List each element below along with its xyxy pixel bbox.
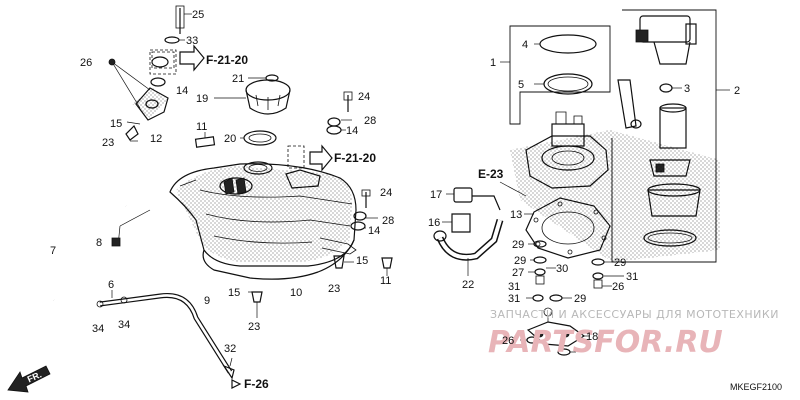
callout-33: 33 <box>186 35 198 47</box>
ref-arrow-mid <box>287 144 333 172</box>
pump-gasket-13 <box>524 197 611 259</box>
hose-9 <box>96 290 235 380</box>
callout-5: 5 <box>518 79 524 91</box>
callout-19: 19 <box>196 93 208 105</box>
callout-13: 13 <box>510 209 522 221</box>
filler-bracket-group <box>108 49 177 142</box>
callout-23: 23 <box>328 283 340 295</box>
callout-11: 11 <box>196 121 207 133</box>
front-arrow <box>7 365 51 393</box>
callout-10: 10 <box>290 287 302 299</box>
tank-mount-right <box>248 91 393 318</box>
clip-8 <box>111 237 121 247</box>
filler-bolt-group <box>164 5 192 44</box>
pump-flange <box>510 111 720 262</box>
pump-connector <box>442 181 527 233</box>
pump-stay-18 <box>520 307 590 356</box>
callout-28: 28 <box>364 115 376 127</box>
callout-34: 34 <box>118 319 130 331</box>
pump-filter <box>643 183 701 247</box>
callout-24: 24 <box>358 91 370 103</box>
callout-32: 32 <box>224 343 236 355</box>
callout-15: 15 <box>356 255 368 267</box>
callout-29: 29 <box>514 255 526 267</box>
callout-16: 16 <box>428 217 440 229</box>
callout-29: 29 <box>512 239 524 251</box>
ref-f26: F-26 <box>244 377 269 391</box>
callout-26: 26 <box>80 57 92 69</box>
callout-15: 15 <box>110 118 122 130</box>
callout-18: 18 <box>586 331 598 343</box>
callout-26: 26 <box>502 335 514 347</box>
callout-26: 26 <box>612 281 624 293</box>
callout-11: 11 <box>380 275 391 287</box>
pump-bolts <box>526 240 624 302</box>
hose-7 <box>49 203 151 301</box>
watermark-line1: ЗАПЧАСТИ И АКСЕССУАРЫ ДЛЯ МОТОТЕХНИКИ <box>490 308 779 321</box>
ref-e23: E-23 <box>478 167 504 181</box>
callout-8: 8 <box>96 237 102 249</box>
callout-23: 23 <box>248 321 260 333</box>
callout-34: 34 <box>92 323 104 335</box>
callout-31: 31 <box>508 281 520 293</box>
callout-4: 4 <box>522 39 528 51</box>
callout-24: 24 <box>380 187 392 199</box>
watermark-line2: PARTSFOR.RU <box>488 325 723 360</box>
callout-25: 25 <box>192 9 204 21</box>
callout-29: 29 <box>614 257 626 269</box>
callout-14: 14 <box>368 225 380 237</box>
callout-23: 23 <box>102 137 114 149</box>
callout-29: 29 <box>574 293 586 305</box>
pump-motor <box>617 15 697 177</box>
callout-15: 15 <box>228 287 240 299</box>
callout-20: 20 <box>224 133 236 145</box>
callout-12: 12 <box>150 133 162 145</box>
callout-21: 21 <box>232 73 244 85</box>
fuel-hose-22 <box>433 218 504 276</box>
ref-f21-mid: F-21-20 <box>334 151 376 165</box>
callout-1: 1 <box>490 57 496 69</box>
callout-9: 9 <box>204 295 210 307</box>
callout-3: 3 <box>684 83 690 95</box>
callout-17: 17 <box>430 189 442 201</box>
callout-28: 28 <box>382 215 394 227</box>
pump-oring-4 <box>534 34 597 54</box>
fuel-tank <box>169 161 357 280</box>
callout-30: 30 <box>556 263 568 275</box>
callout-31: 31 <box>508 293 520 305</box>
callout-2: 2 <box>734 85 740 97</box>
callout-27: 27 <box>512 267 524 279</box>
callout-22: 22 <box>462 279 474 291</box>
breather-tube-11 <box>194 132 216 148</box>
callout-31: 31 <box>626 271 638 283</box>
callout-6: 6 <box>108 279 114 291</box>
callout-14: 14 <box>176 85 188 97</box>
pump-ring-5 <box>534 73 593 95</box>
ref-f21-top: F-21-20 <box>206 53 248 67</box>
callout-14: 14 <box>346 125 358 137</box>
callout-7: 7 <box>50 245 56 257</box>
diagram-code: MKEGF2100 <box>730 382 782 392</box>
ref-arrow-top <box>151 44 205 72</box>
filler-cap-group <box>214 74 291 146</box>
